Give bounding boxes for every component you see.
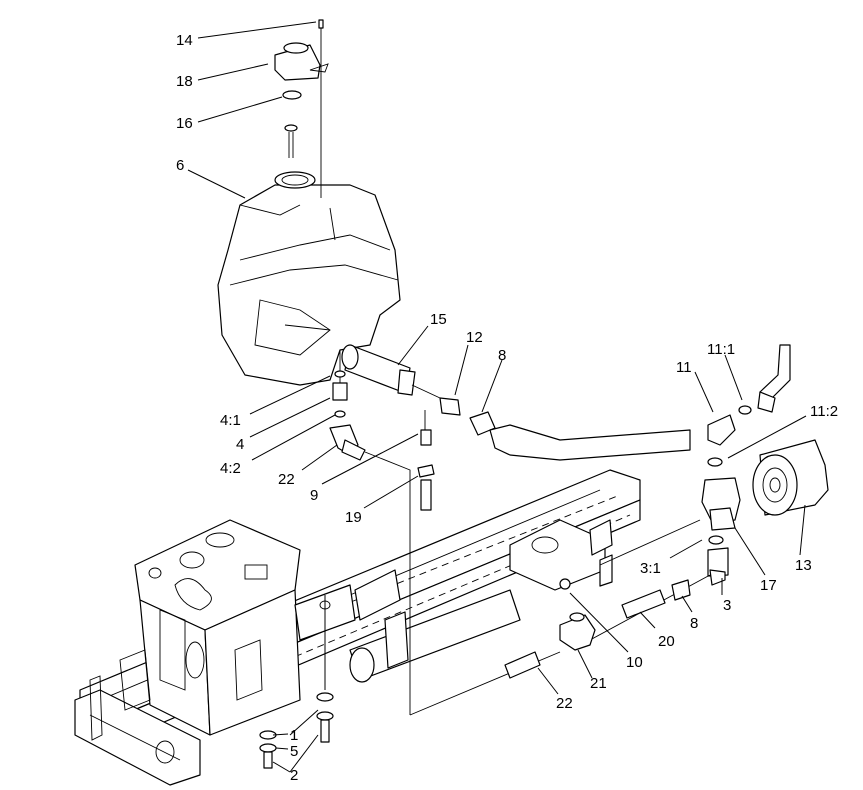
callout-1: 1 <box>290 727 298 744</box>
callout-6: 6 <box>176 157 184 174</box>
callout-15: 15 <box>430 311 447 328</box>
callout-22-lower: 22 <box>556 695 573 712</box>
callout-8-lower: 8 <box>690 615 698 632</box>
callout-4-2: 4:2 <box>220 460 241 477</box>
callout-11-1: 11:1 <box>707 341 735 358</box>
callout-18: 18 <box>176 73 193 90</box>
callout-13: 13 <box>795 557 812 574</box>
lower-fuel-line <box>504 569 726 679</box>
callout-4-1: 4:1 <box>220 412 241 429</box>
fuel-cap-assembly <box>274 19 329 198</box>
callout-5: 5 <box>290 743 298 760</box>
callout-21: 21 <box>590 675 607 692</box>
fuel-tank <box>217 171 401 386</box>
callout-3-1: 3:1 <box>640 560 661 577</box>
fuel-hose-assembly <box>341 344 691 511</box>
callout-labels: 14 18 16 6 15 12 8 11 11:1 11:2 4:1 4 4:… <box>176 32 838 784</box>
callout-20: 20 <box>658 633 675 650</box>
callout-4: 4 <box>236 436 244 453</box>
callout-22-upper: 22 <box>278 471 295 488</box>
callout-11-2: 11:2 <box>810 403 838 420</box>
callout-10: 10 <box>626 654 643 671</box>
callout-8-upper: 8 <box>498 347 506 364</box>
tank-outlet-fittings <box>329 350 561 716</box>
callout-3: 3 <box>723 597 731 614</box>
callout-12: 12 <box>466 329 483 346</box>
callout-17: 17 <box>760 577 777 594</box>
callout-16: 16 <box>176 115 193 132</box>
callout-14: 14 <box>176 32 193 49</box>
callout-9: 9 <box>310 487 318 504</box>
callout-19: 19 <box>345 509 362 526</box>
callout-11: 11 <box>676 359 692 376</box>
leader-lines <box>187 21 807 773</box>
filter-fittings <box>589 344 829 641</box>
frame-assembly <box>74 469 641 786</box>
callout-2: 2 <box>290 767 298 784</box>
